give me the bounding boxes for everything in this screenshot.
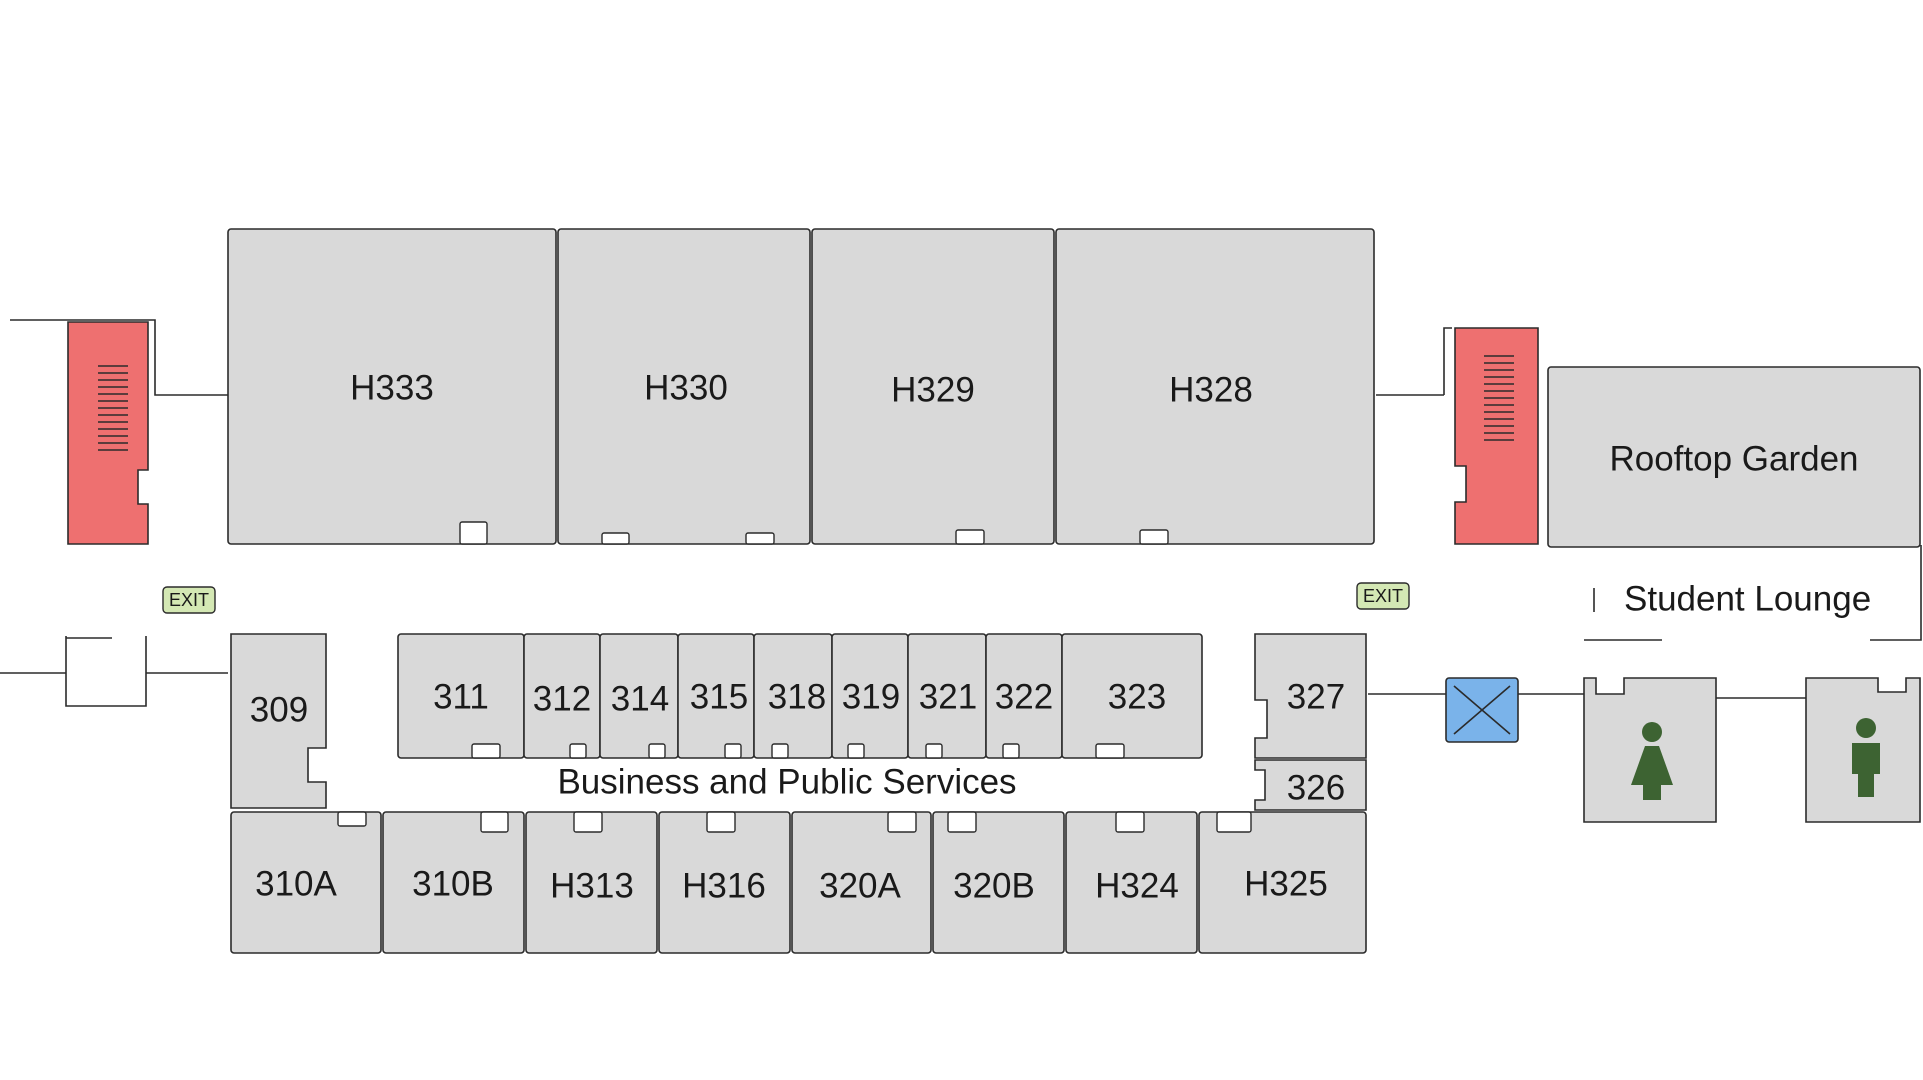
room-label-h328: H328 <box>1169 370 1253 409</box>
room-label-h324: H324 <box>1095 866 1179 905</box>
room-label-310b: 310B <box>412 864 494 903</box>
stair-treads <box>1484 355 1514 441</box>
room-h330[interactable] <box>557 228 811 545</box>
room-label-h329: H329 <box>891 370 975 409</box>
room-label-h333: H333 <box>350 368 434 407</box>
room-label-h325: H325 <box>1244 864 1328 903</box>
rooftop-garden-label: Rooftop Garden <box>1609 439 1858 478</box>
restrooms <box>1583 677 1921 823</box>
room-label-309: 309 <box>250 690 308 729</box>
room-320a[interactable] <box>791 811 932 954</box>
room-label-318: 318 <box>768 677 826 716</box>
corridor-label: Business and Public Services <box>557 762 1016 801</box>
room-310b[interactable] <box>382 811 525 954</box>
room-label-310a: 310A <box>255 864 337 903</box>
room-h329[interactable] <box>811 228 1055 545</box>
exit-sign-east: EXIT <box>1356 582 1410 610</box>
room-310a[interactable] <box>230 811 382 954</box>
stairs-icon[interactable] <box>67 321 149 545</box>
room-323[interactable] <box>1061 633 1203 759</box>
room-label-h330: H330 <box>644 368 728 407</box>
room-309[interactable] <box>230 633 327 809</box>
room-rooftop-garden[interactable] <box>1547 366 1921 548</box>
doors <box>337 521 1252 833</box>
stairs-icon[interactable] <box>1454 327 1539 545</box>
room-label-311: 311 <box>433 677 489 716</box>
room-label-321: 321 <box>919 677 977 716</box>
bottom-rooms <box>230 811 1367 954</box>
room-label-h316: H316 <box>682 866 766 905</box>
womens-restroom-icon <box>1631 722 1673 800</box>
room-label-323: 323 <box>1108 677 1166 716</box>
room-320b[interactable] <box>932 811 1065 954</box>
stairs-west[interactable] <box>67 321 149 545</box>
room-label-h313: H313 <box>550 866 634 905</box>
room-label-320b: 320B <box>953 866 1035 905</box>
top-rooms <box>227 228 1921 548</box>
middle-rooms <box>230 633 1367 811</box>
stair-treads <box>98 365 128 451</box>
elevator[interactable] <box>1445 677 1519 743</box>
exit-label: EXIT <box>169 590 209 610</box>
room-326[interactable] <box>1254 759 1367 811</box>
room-label-314: 314 <box>611 679 669 718</box>
room-label-326: 326 <box>1287 768 1345 807</box>
room-label-322: 322 <box>995 677 1053 716</box>
exit-sign-west: EXIT <box>162 586 216 614</box>
walls <box>0 319 1922 707</box>
stairs-east[interactable] <box>1454 327 1539 545</box>
room-327[interactable] <box>1254 633 1367 759</box>
student-lounge-label: Student Lounge <box>1624 579 1871 618</box>
room-label-312: 312 <box>533 679 591 718</box>
room-h328[interactable] <box>1055 228 1375 545</box>
room-label-320a: 320A <box>819 866 901 905</box>
room-label-315: 315 <box>690 677 748 716</box>
exit-label: EXIT <box>1363 586 1403 606</box>
room-labels: H333 H330 H329 H328 Rooftop Garden 309 3… <box>250 368 1871 905</box>
room-label-327: 327 <box>1287 677 1345 716</box>
room-label-319: 319 <box>842 677 900 716</box>
room-h325[interactable] <box>1198 811 1367 954</box>
room-h333[interactable] <box>227 228 557 545</box>
mens-restroom-icon <box>1852 718 1880 797</box>
